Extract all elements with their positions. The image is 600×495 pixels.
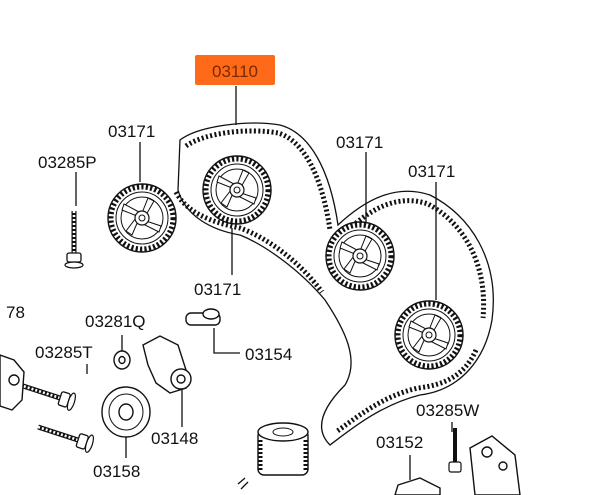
sprocket-right-upper[interactable] xyxy=(326,222,394,290)
bolt-03158[interactable] xyxy=(35,418,95,453)
sprocket-center[interactable] xyxy=(203,156,271,224)
label-03158: 03158 xyxy=(93,462,140,481)
label-03148: 03148 xyxy=(151,429,198,448)
tensioner-bracket-right[interactable] xyxy=(469,435,521,495)
label-03285p: 03285P xyxy=(38,153,97,172)
label-03281q: 03281Q xyxy=(85,312,146,331)
label-03285w: 03285W xyxy=(416,401,479,420)
label-03110: 03110 xyxy=(212,62,258,81)
label-03171-right-lower: 03171 xyxy=(408,162,455,181)
label-03171-right-upper: 03171 xyxy=(336,133,383,152)
highlight-box xyxy=(195,55,275,85)
small-pin xyxy=(237,477,249,490)
leader-lines xyxy=(75,142,453,480)
label-03171-left: 03171 xyxy=(108,122,155,141)
bolt-03285p[interactable] xyxy=(65,211,83,268)
label-03171-center: 03171 xyxy=(194,280,241,299)
bolt-03285t[interactable] xyxy=(17,376,77,411)
tensioner-pin-03154[interactable] xyxy=(185,308,221,326)
left-edge-part xyxy=(0,354,25,411)
washer-03281q[interactable] xyxy=(113,350,131,370)
sprocket-right-lower[interactable] xyxy=(395,301,463,369)
label-78: 78 xyxy=(6,303,25,322)
idler-pulley-bottom[interactable] xyxy=(257,422,309,476)
label-03285t: 03285T xyxy=(35,343,93,362)
bolt-03285w[interactable] xyxy=(448,428,462,473)
tensioner-03152[interactable] xyxy=(394,477,441,495)
label-03152: 03152 xyxy=(376,433,423,452)
timing-belt xyxy=(173,122,494,446)
highlighted-part-callout[interactable]: 03110 xyxy=(195,55,275,125)
idler-pulley-left[interactable] xyxy=(101,386,151,438)
tensioner-arm-03148[interactable] xyxy=(142,335,192,394)
label-03154: 03154 xyxy=(245,345,292,364)
sprocket-left[interactable] xyxy=(108,184,176,252)
